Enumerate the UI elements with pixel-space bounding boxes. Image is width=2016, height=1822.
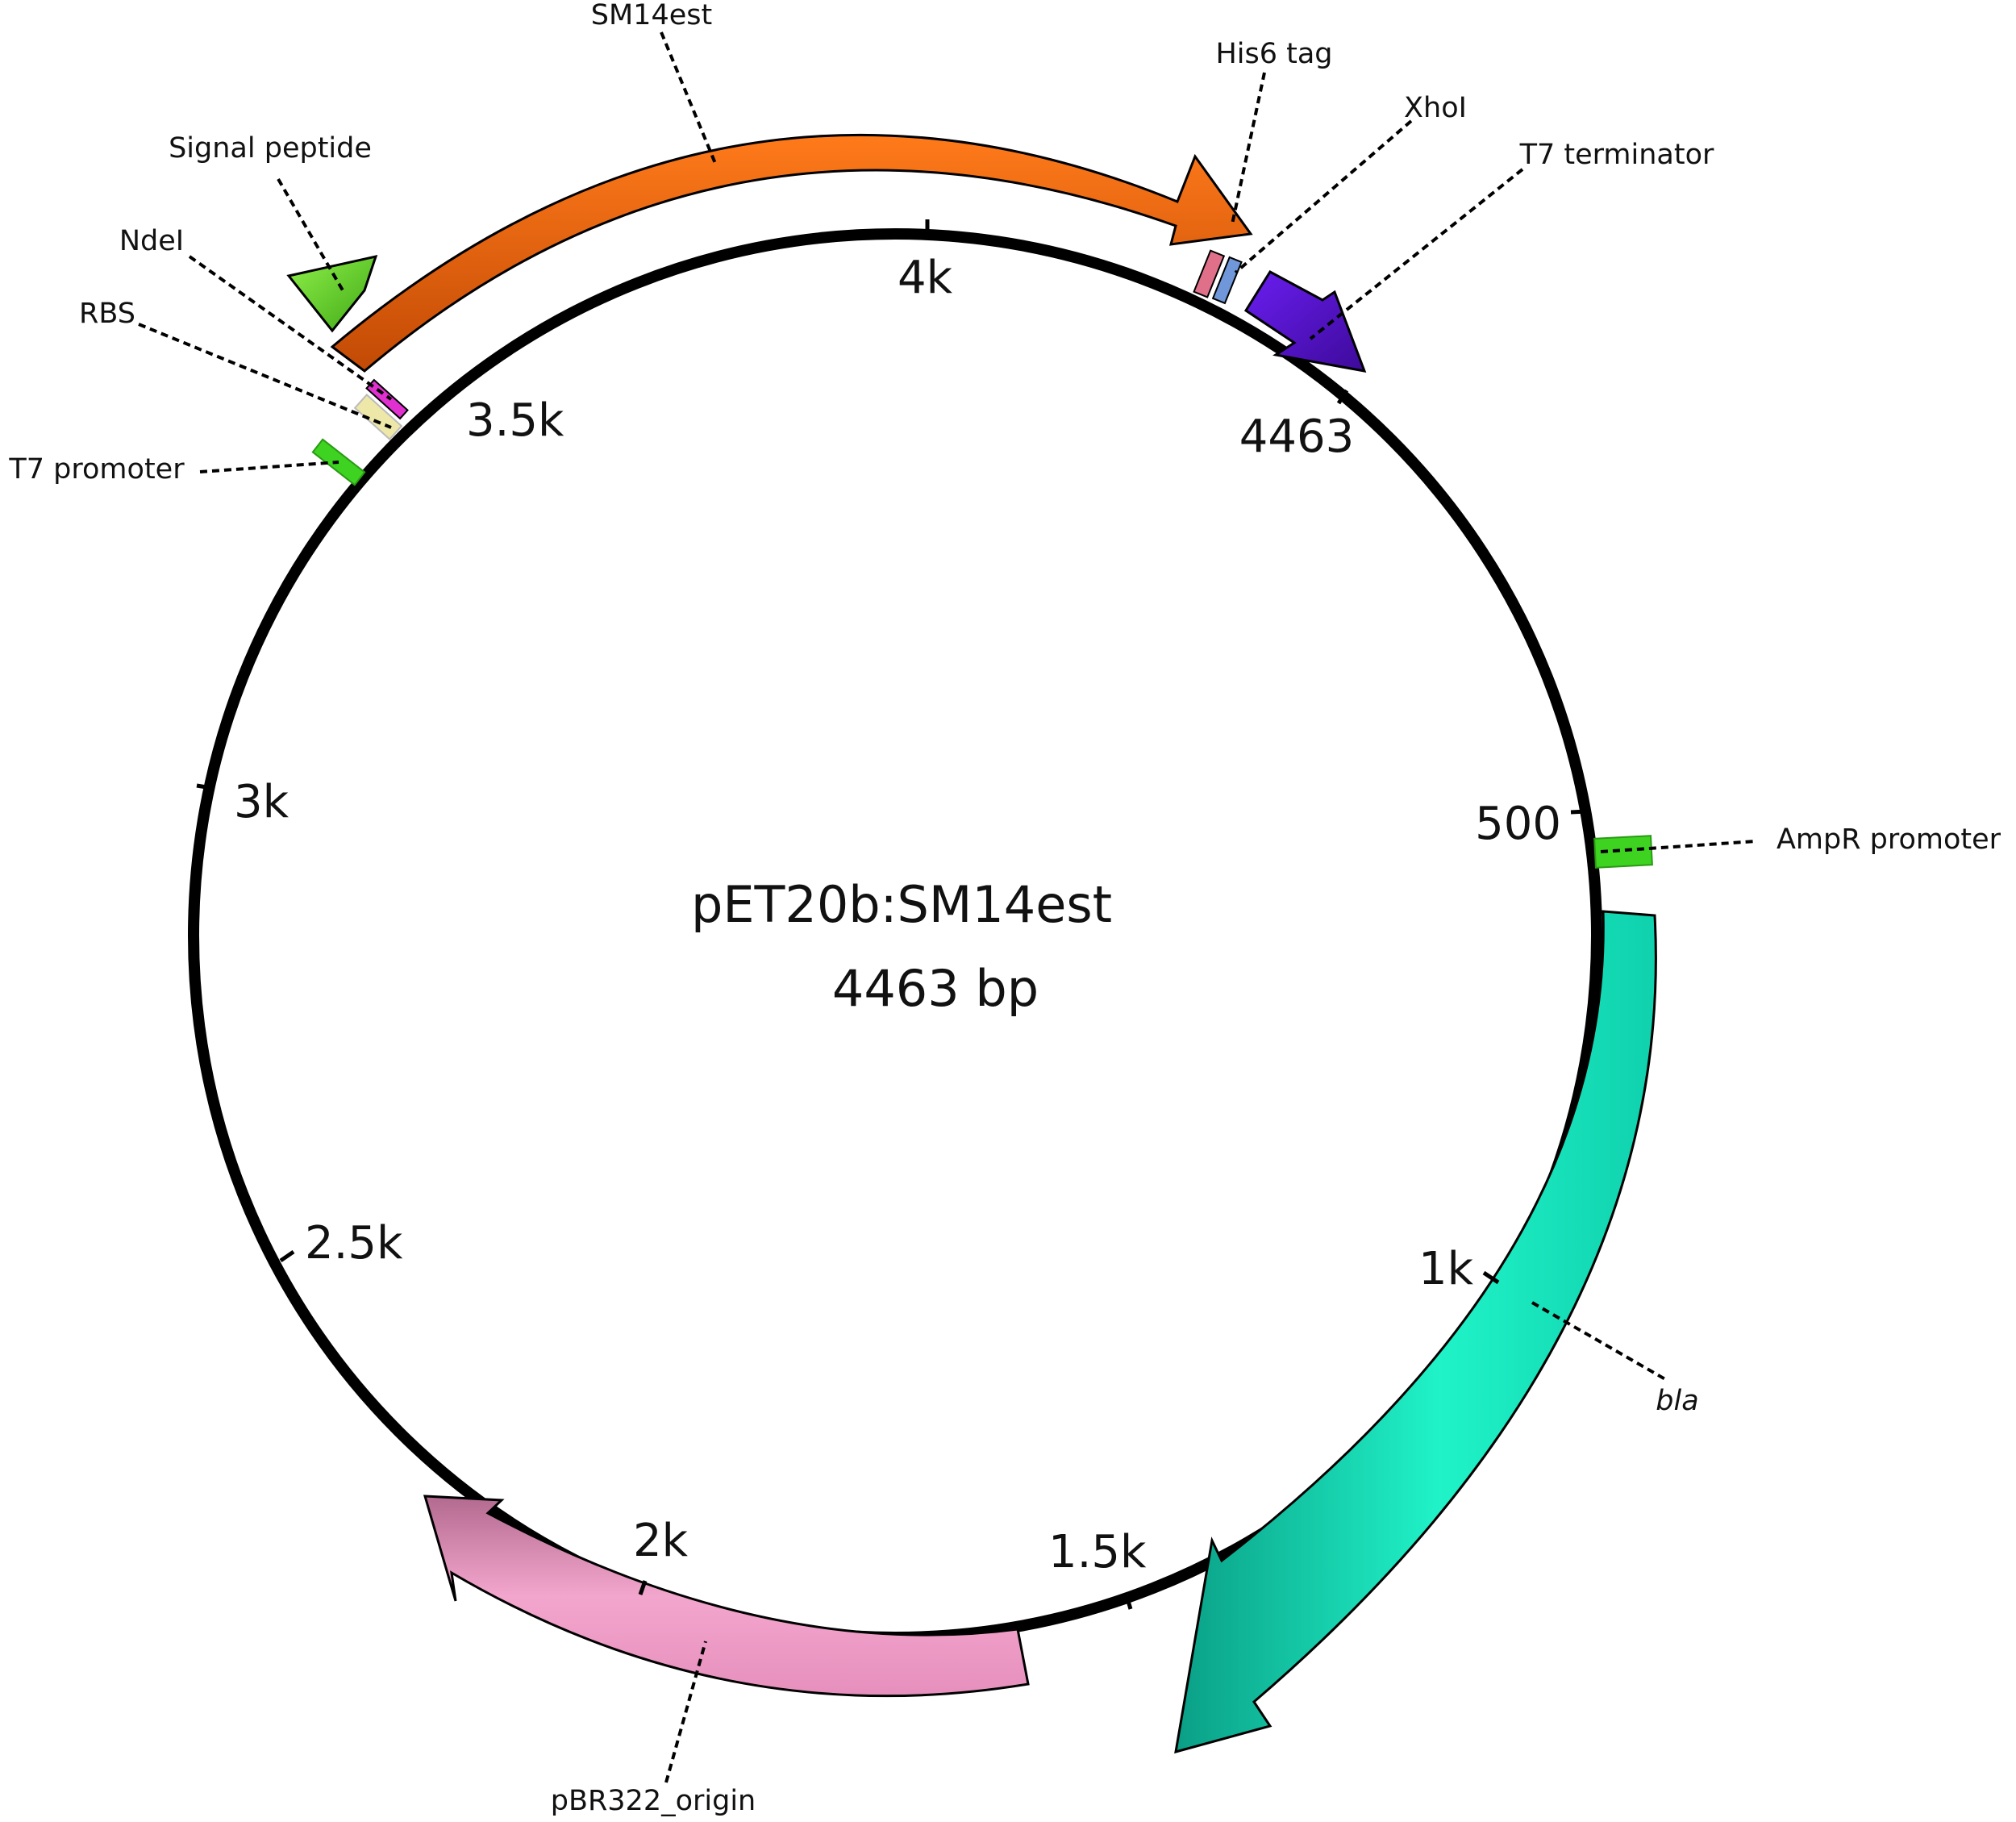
feature-label-ndei: NdeI: [119, 225, 184, 257]
leader-his6-tag: [1231, 72, 1266, 225]
tick-label-500: 500: [1475, 798, 1561, 850]
tick-4463: [1336, 389, 1349, 405]
feature-labels: SM14est His6 tag XhoI T7 terminator Sign…: [8, 0, 2001, 1817]
feature-pbr322-origin-arrow: [423, 1495, 1030, 1698]
leader-rbs: [138, 323, 392, 429]
tick-marks: [196, 219, 1588, 1610]
tick-label-4k: 4k: [898, 252, 953, 304]
leader-bla: [1531, 1301, 1666, 1381]
feature-label-pbr322-origin: pBR322_origin: [551, 1785, 756, 1817]
tick-label-2.5k: 2.5k: [305, 1217, 403, 1270]
feature-bla-arrow: [1174, 910, 1657, 1754]
leader-sm14est: [660, 31, 718, 166]
feature-sm14est-arrow: [330, 133, 1253, 373]
leader-t7-promoter: [199, 461, 339, 473]
tick-label-3.5k: 3.5k: [466, 394, 564, 447]
feature-t7-terminator-arrow: [1243, 270, 1367, 373]
tick-2.5k: [279, 1249, 295, 1263]
tick-500: [1570, 809, 1588, 815]
leader-lines: [138, 31, 1757, 1783]
feature-label-bla: bla: [1656, 1385, 1698, 1417]
tick-2k: [638, 1580, 648, 1595]
feature-label-xhoi: XhoI: [1404, 92, 1467, 124]
tick-label-4463: 4463: [1239, 411, 1355, 463]
feature-label-his6-tag: His6 tag: [1215, 38, 1332, 70]
leader-pbr322-origin: [664, 1641, 707, 1783]
feature-label-ampr-promoter: AmpR promoter: [1776, 823, 2001, 856]
feature-his6-tag: [1193, 249, 1226, 298]
leader-t7-terminator: [1309, 168, 1524, 340]
leader-signal-peptide: [277, 177, 344, 292]
feature-label-rbs: RBS: [79, 298, 135, 330]
tick-label-1.5k: 1.5k: [1048, 1526, 1147, 1578]
tick-labels: 500 1k 1.5k 2k 2.5k 3k 3.5k 4k 4463: [234, 252, 1561, 1578]
feature-xhoi: [1211, 256, 1243, 305]
tick-label-3k: 3k: [234, 776, 289, 828]
feature-label-t7-promoter: T7 promoter: [8, 453, 185, 486]
tick-label-1k: 1k: [1418, 1243, 1474, 1295]
plasmid-size: 4463 bp: [832, 959, 1039, 1018]
plasmid-name: pET20b:SM14est: [691, 875, 1112, 934]
tick-label-2k: 2k: [633, 1515, 689, 1567]
leader-ampr-promoter: [1600, 840, 1757, 853]
feature-label-sm14est: SM14est: [591, 0, 712, 31]
feature-ampr-promoter: [1593, 835, 1653, 869]
tick-3k: [196, 783, 212, 790]
feature-signal-peptide-arrow: [286, 254, 378, 333]
leader-xhoi: [1234, 119, 1413, 274]
feature-label-signal-peptide: Signal peptide: [169, 132, 372, 165]
tick-3.5k: [465, 368, 478, 382]
feature-label-t7-terminator: T7 terminator: [1519, 139, 1714, 171]
tick-1.5k: [1123, 1592, 1133, 1610]
leader-ndei: [188, 255, 393, 401]
tick-1k: [1482, 1270, 1500, 1285]
